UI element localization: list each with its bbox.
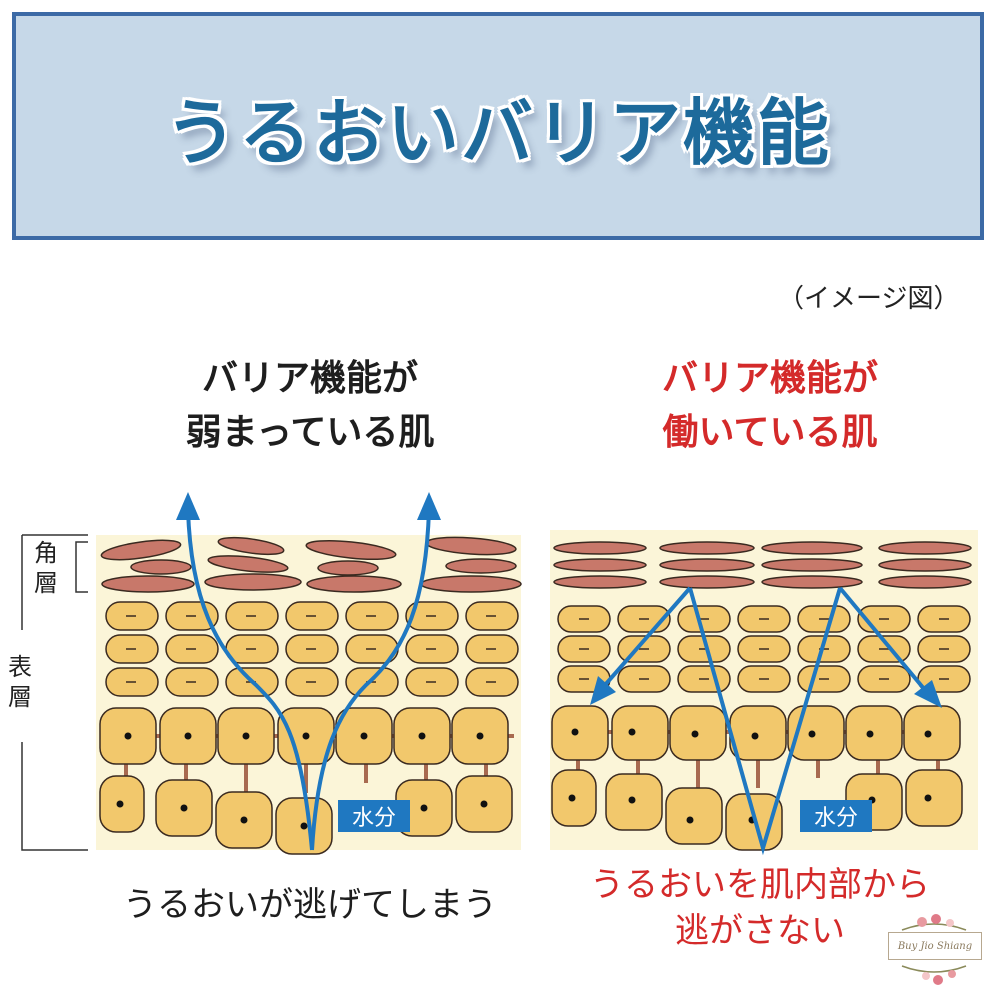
left-result-text: うるおいが逃げてしまう	[123, 885, 497, 925]
title-banner: うるおいバリア機能	[12, 12, 984, 240]
escaping-moisture-arrows	[186, 509, 431, 851]
arrow-heads	[176, 492, 441, 520]
right-result-line2: 逃がさない	[675, 911, 845, 951]
right-result-line1: うるおいを肌内部から	[590, 865, 930, 905]
horny-layer-cells	[553, 541, 972, 589]
healthy-barrier-skin-diagram	[550, 530, 978, 856]
floral-wreath-icon	[901, 914, 967, 985]
watermark-text: Buy Jio Shiang	[888, 932, 982, 960]
right-caption-line2: 働いている肌	[662, 412, 878, 453]
stratum-corneum-label: 角層	[34, 539, 58, 597]
layer-brackets	[21, 534, 88, 851]
right-caption: バリア機能が 働いている肌	[610, 352, 930, 460]
weak-barrier-skin-diagram	[96, 492, 522, 855]
water-label-right: 水分	[800, 800, 872, 832]
image-note: （イメージ図）	[778, 284, 960, 314]
epidermis-label: 表層	[8, 653, 32, 711]
arrow-heads	[590, 676, 942, 708]
reflected-moisture-arrows	[603, 586, 927, 856]
right-result-text: うるおいを肌内部から 逃がさない	[560, 862, 960, 954]
page-title: うるおいバリア機能	[164, 90, 831, 175]
left-caption-line1: バリア機能が	[201, 358, 418, 399]
left-caption: バリア機能が 弱まっている肌	[150, 352, 470, 460]
right-caption-line1: バリア機能が	[661, 358, 878, 399]
water-label-left: 水分	[338, 800, 410, 832]
watermark-logo: Buy Jio Shiang	[882, 908, 986, 990]
basal-nuclei	[116, 732, 488, 830]
left-caption-line2: 弱まっている肌	[185, 412, 435, 453]
horny-layer-cells	[100, 536, 522, 593]
